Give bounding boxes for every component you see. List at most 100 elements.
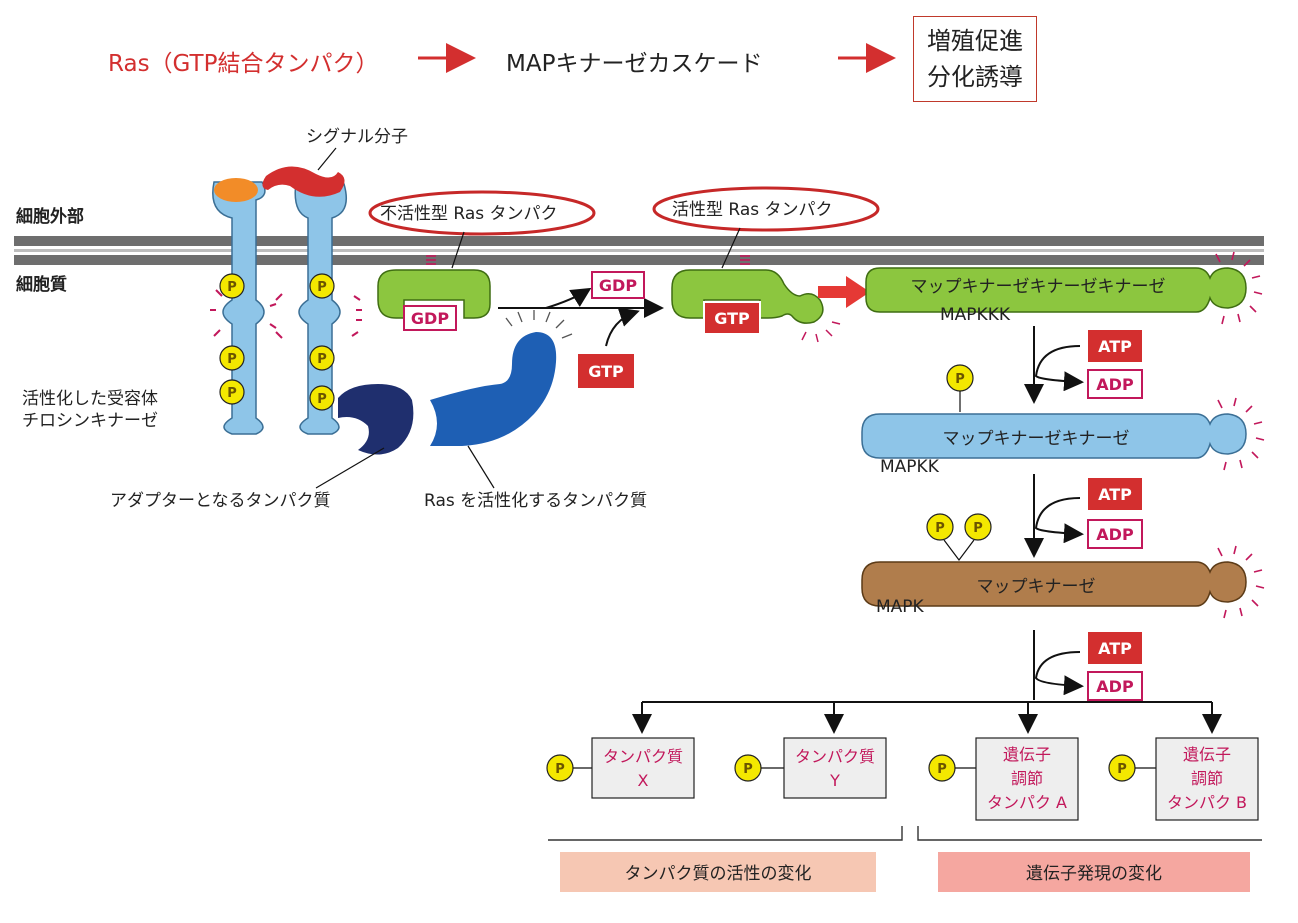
- svg-text:ATP: ATP: [1098, 639, 1132, 658]
- svg-text:P: P: [743, 762, 753, 777]
- phosphate: P: [219, 379, 245, 405]
- svg-text:P: P: [317, 280, 327, 295]
- adapter-pointer: [315, 447, 385, 489]
- phosphorylation-step-2: ATP ADP: [1024, 474, 1143, 558]
- svg-text:P: P: [955, 372, 965, 387]
- adapter-protein: [338, 384, 414, 455]
- ras-activator-label: Ras を活性化するタンパク質: [424, 491, 647, 511]
- svg-text:遺伝子: 遺伝子: [1183, 745, 1231, 764]
- mapk-label: MAPK: [876, 597, 925, 617]
- svg-text:調節: 調節: [1011, 769, 1043, 788]
- gdp-chip-released: GDP: [591, 271, 645, 299]
- mapk-phosphates: P P: [926, 513, 992, 561]
- phosphate: P: [309, 273, 335, 299]
- mapkkk-label: MAPKKK: [940, 305, 1011, 325]
- receptor-phosphates: P P P P P P: [219, 273, 335, 411]
- expression-change-bar: 遺伝子発現の変化: [938, 852, 1250, 892]
- receptor-label-line1: 活性化した受容体: [22, 389, 158, 409]
- svg-text:タンパク A: タンパク A: [987, 793, 1067, 812]
- svg-text:調節: 調節: [1191, 769, 1223, 788]
- header-ras-label: Ras（GTP結合タンパク）: [108, 51, 379, 77]
- outcome-line-2: 分化誘導: [927, 63, 1023, 91]
- lipid-anchor: [426, 255, 436, 265]
- active-ras-highlight: [652, 186, 880, 232]
- svg-text:ADP: ADP: [1096, 677, 1134, 696]
- ras-activating-protein: [430, 332, 557, 446]
- target-branches: [632, 701, 1222, 734]
- gtp-chip-free: GTP: [578, 354, 634, 388]
- gtp-uptake-arrow: [605, 307, 640, 347]
- svg-text:P: P: [937, 762, 947, 777]
- lipid-anchor: [740, 255, 750, 265]
- mapk-protein: [861, 561, 1247, 607]
- svg-text:P: P: [317, 352, 327, 367]
- phosphate: P: [309, 345, 335, 371]
- phosphate: P: [309, 385, 335, 411]
- mapkkk-glow: [1215, 251, 1263, 325]
- ras-activator-pointer: [467, 445, 495, 489]
- active-ras-label: 活性型 Ras タンパク: [672, 200, 833, 220]
- mapkk-jp-label: マップキナーゼキナーゼ: [943, 429, 1130, 449]
- inactive-ras-highlight: [368, 190, 596, 236]
- svg-text:P: P: [555, 762, 565, 777]
- mapkkk-protein: [865, 267, 1247, 313]
- receptor-tyrosine-kinase: [212, 181, 347, 435]
- receptor-label-line2: チロシンキナーゼ: [22, 411, 158, 431]
- svg-text:タンパク B: タンパク B: [1167, 793, 1247, 812]
- header-cascade-label: MAPキナーゼカスケード: [506, 51, 763, 77]
- mapkk-glow: [1217, 397, 1265, 471]
- svg-text:タンパク質: タンパク質: [603, 747, 683, 766]
- cytoplasm-label: 細胞質: [16, 274, 67, 295]
- svg-text:GDP: GDP: [411, 309, 449, 328]
- svg-text:ATP: ATP: [1098, 485, 1132, 504]
- svg-text:ADP: ADP: [1096, 525, 1134, 544]
- phosphate: P: [219, 273, 245, 299]
- gtp-chip-bound: GTP: [703, 301, 761, 335]
- svg-text:P: P: [227, 280, 237, 295]
- signal-pointer: [317, 147, 337, 171]
- inactive-ras-label: 不活性型 Ras タンパク: [380, 204, 558, 224]
- svg-text:ADP: ADP: [1096, 375, 1134, 394]
- mapk-jp-label: マップキナーゼ: [977, 577, 1096, 597]
- target-protein-x: P タンパク質 X: [546, 737, 695, 799]
- target-protein-y: P タンパク質 Y: [734, 737, 887, 799]
- gdp-release-arrow: [545, 287, 592, 309]
- activity-change-bar: タンパク質の活性の変化: [560, 852, 876, 892]
- svg-text:P: P: [227, 386, 237, 401]
- outcome-line-1: 増殖促進: [927, 27, 1023, 55]
- inactive-ras-pointer: [451, 231, 465, 269]
- svg-text:P: P: [317, 392, 327, 407]
- phosphorylation-step-3: ATP ADP: [1033, 630, 1143, 701]
- mapkk-phosphate: P: [946, 364, 974, 412]
- phosphate: P: [219, 345, 245, 371]
- svg-text:タンパク質の活性の変化: タンパク質の活性の変化: [625, 864, 812, 884]
- svg-text:ATP: ATP: [1098, 337, 1132, 356]
- svg-text:P: P: [935, 521, 945, 536]
- svg-text:X: X: [638, 771, 649, 790]
- adapter-label: アダプターとなるタンパク質: [110, 491, 331, 511]
- svg-text:GTP: GTP: [714, 309, 750, 328]
- svg-text:遺伝子: 遺伝子: [1003, 745, 1051, 764]
- svg-text:タンパク質: タンパク質: [795, 747, 875, 766]
- signal-label: シグナル分子: [306, 127, 408, 147]
- svg-text:遺伝子発現の変化: 遺伝子発現の変化: [1026, 864, 1162, 884]
- svg-text:GDP: GDP: [599, 276, 637, 295]
- inactive-ras-protein: [377, 269, 491, 319]
- signal-molecule: [214, 166, 345, 202]
- mapk-glow: [1217, 545, 1265, 619]
- active-ras-glow: [801, 321, 841, 343]
- mapkk-protein: [861, 413, 1247, 459]
- svg-text:P: P: [227, 352, 237, 367]
- header-outcome-box: 増殖促進 分化誘導: [913, 16, 1037, 102]
- target-gene-regulator-b: P 遺伝子 調節 タンパク B: [1108, 737, 1259, 821]
- phosphorylation-step-1: ATP ADP: [1024, 326, 1143, 404]
- result-brackets: [548, 826, 1262, 841]
- svg-text:P: P: [1117, 762, 1127, 777]
- extracellular-label: 細胞外部: [16, 206, 84, 227]
- svg-text:GTP: GTP: [588, 362, 624, 381]
- active-ras-pointer: [721, 227, 741, 269]
- mapkkk-jp-label: マップキナーゼキナーゼキナーゼ: [911, 277, 1166, 297]
- active-ras-protein: [671, 269, 824, 324]
- ras-activates-mapkkk-arrow: [818, 276, 870, 308]
